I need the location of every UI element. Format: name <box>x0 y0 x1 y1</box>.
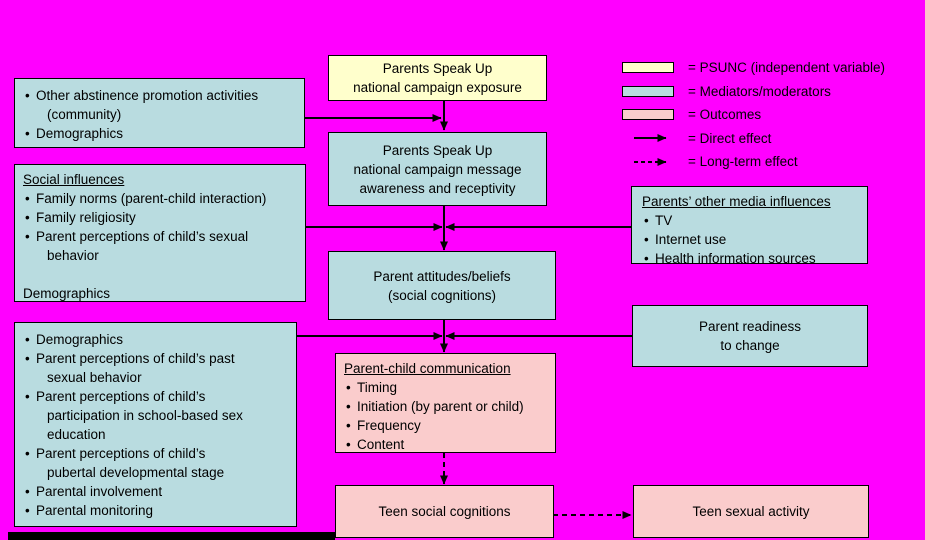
list-item: Other abstinence promotion activities (c… <box>23 86 300 124</box>
legend-item-mediators: = Mediators/moderators <box>622 80 885 104</box>
box-teen-sexual-activity-line: Teen sexual activity <box>692 504 810 519</box>
list-item: Demographics <box>23 330 292 349</box>
list-item: Internet use <box>642 230 863 249</box>
box-parent-attitudes: Parent attitudes/beliefs (social cogniti… <box>328 251 556 320</box>
box-teen-social-cognitions-line: Teen social cognitions <box>378 504 511 519</box>
legend-mediator-label: = Mediators/moderators <box>688 83 831 99</box>
bottom-edge-bar <box>8 532 335 540</box>
box-parent-readiness-line2: to change <box>720 338 780 353</box>
box-psunc-exposure-line1: Parents Speak Up <box>382 61 493 76</box>
list-item: Family religiosity <box>23 208 301 227</box>
list-item: Content <box>344 435 551 454</box>
list-item: Parental involvement <box>23 482 292 501</box>
legend-outcome-swatch <box>622 109 674 121</box>
box-teen-social-cognitions: Teen social cognitions <box>335 485 554 538</box>
legend-longterm-effect-label: = Long-term effect <box>688 154 798 170</box>
box-psunc-exposure-line2: national campaign exposure <box>353 80 522 95</box>
box-psunc-exposure: Parents Speak Up national campaign expos… <box>328 55 547 101</box>
box-parent-child-communication: Parent-child communication Timing Initia… <box>335 353 556 454</box>
box-message-awareness: Parents Speak Up national campaign messa… <box>328 132 547 206</box>
list-item: Health information sources <box>642 249 863 268</box>
box-community-influences: Other abstinence promotion activities (c… <box>14 78 305 148</box>
solid-arrow-icon <box>634 134 667 143</box>
box-media-influences: Parents’ other media influences TV Inter… <box>631 186 868 268</box>
list-item: Frequency <box>344 416 551 435</box>
legend: = PSUNC (independent variable) = Mediato… <box>622 56 885 174</box>
legend-direct-effect-label: = Direct effect <box>688 130 772 146</box>
list-item: Parental monitoring <box>23 501 292 520</box>
box-parent-attitudes-line2: (social cognitions) <box>387 287 497 303</box>
legend-item-longterm-effect: = Long-term effect <box>622 150 885 174</box>
box-parent-attitudes-line1: Parent attitudes/beliefs <box>373 268 511 284</box>
social-influences-title: Social influences <box>23 172 125 187</box>
list-item: Family norms (parent-child interaction) <box>23 189 301 208</box>
list-item: Parent perceptions of child’s past sexua… <box>23 349 292 387</box>
box-teen-sexual-activity: Teen sexual activity <box>633 485 869 538</box>
legend-item-psunc: = PSUNC (independent variable) <box>622 56 885 80</box>
media-influences-list: TV Internet use Health information sourc… <box>642 211 863 268</box>
box-message-awareness-line1: Parents Speak Up <box>382 142 493 158</box>
list-item: TV <box>642 211 863 230</box>
communication-title: Parent-child communication <box>344 361 511 376</box>
list-item: Parent perceptions of child’s sexual beh… <box>23 227 301 265</box>
list-item: Parent perceptions of child’s pubertal d… <box>23 444 292 482</box>
list-item: Initiation (by parent or child) <box>344 397 551 416</box>
legend-item-direct-effect: = Direct effect <box>622 127 885 151</box>
box-message-awareness-line2: national campaign message <box>353 161 522 177</box>
box-parent-readiness-line1: Parent readiness <box>698 319 802 334</box>
parent-factors-list: Demographics Parent perceptions of child… <box>23 330 292 520</box>
legend-mediator-swatch <box>622 85 674 97</box>
box-message-awareness-line3: awareness and receptivity <box>359 180 516 196</box>
list-item: Timing <box>344 378 551 397</box>
box-parent-factors: Demographics Parent perceptions of child… <box>14 322 297 527</box>
media-influences-title: Parents’ other media influences <box>642 194 831 209</box>
dashed-arrow-icon <box>634 157 667 166</box>
legend-item-outcomes: = Outcomes <box>622 103 885 127</box>
legend-psunc-swatch <box>622 62 674 74</box>
list-item: Parent perceptions of child’s participat… <box>23 387 292 444</box>
legend-outcome-label: = Outcomes <box>688 107 762 123</box>
box-social-influences: Social influences Family norms (parent-c… <box>14 164 306 302</box>
list-item: Demographics <box>23 124 300 143</box>
social-influences-footer: Demographics <box>23 286 111 301</box>
legend-psunc-label: = PSUNC (independent variable) <box>688 60 885 76</box>
box-parent-readiness: Parent readiness to change <box>632 305 868 367</box>
communication-list: Timing Initiation (by parent or child) F… <box>344 378 551 454</box>
community-list: Other abstinence promotion activities (c… <box>23 86 300 143</box>
social-influences-list: Family norms (parent-child interaction) … <box>23 189 301 265</box>
